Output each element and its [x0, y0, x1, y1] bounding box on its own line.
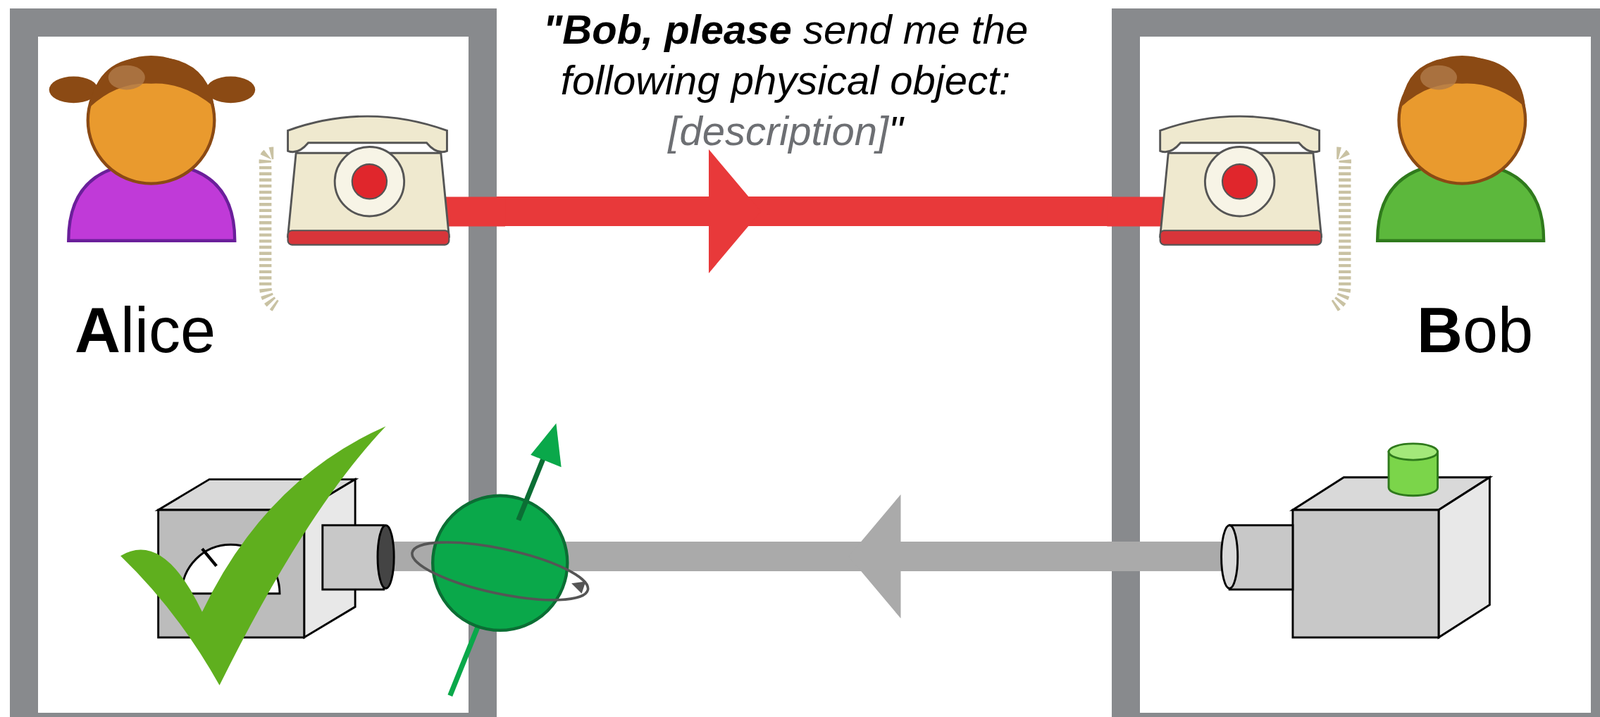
message-text: " [888, 107, 904, 154]
message-text: "Bob, please [543, 6, 792, 53]
telephone-icon [1160, 116, 1346, 306]
spin-particle [407, 423, 593, 697]
bob-figure [1377, 57, 1544, 241]
signal-arrow [496, 149, 1112, 274]
check-mark [120, 426, 387, 686]
person-name: Alice [74, 298, 216, 363]
person-name: Bob [1416, 298, 1534, 363]
source-device [1221, 443, 1491, 638]
message-text: [description] [667, 107, 889, 154]
signal-arrow [496, 494, 1112, 619]
gray-line-extension [1106, 541, 1230, 572]
alice-figure [49, 57, 256, 241]
telephone-icon [264, 116, 449, 306]
request-message: "Bob, please send me the following physi… [493, 4, 1078, 157]
